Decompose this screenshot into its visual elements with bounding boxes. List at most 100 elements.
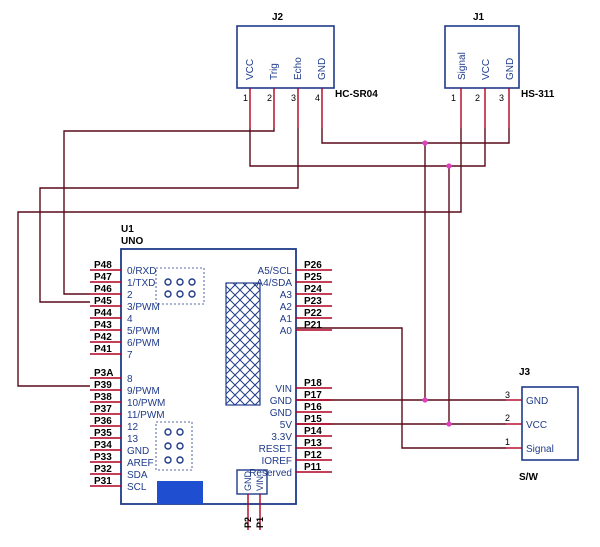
u1-left-pin-id: P46	[94, 284, 112, 295]
u1-right-pin-id: P22	[304, 308, 322, 319]
u1-left-pin-label: 9/PWM	[127, 386, 160, 397]
u1-bottom-pin2-label: VIN	[255, 476, 265, 491]
u1-left-pin-id: P36	[94, 416, 112, 427]
u1-left-pin-id: P48	[94, 260, 112, 271]
u1-right-pin-id: P25	[304, 272, 322, 283]
u1-bottom-pin2-id: P1	[255, 517, 265, 528]
j1-part-label: HS-311	[521, 89, 555, 100]
u1-right-pin-id: P26	[304, 260, 322, 271]
j2-pin1-label: VCC	[245, 59, 256, 80]
usb-connector	[157, 481, 203, 504]
u1-left-pin-id: P45	[94, 296, 112, 307]
wire-echo	[39, 128, 299, 303]
j2-part-label: HC-SR04	[335, 89, 378, 100]
icsp-header-bottom-pins	[164, 428, 184, 464]
u1-right-pin-id: P13	[304, 438, 322, 449]
u1-left-pin-label: 13	[127, 434, 139, 445]
j2-pin3-num: 3	[291, 93, 296, 103]
j1-pin2-num: 2	[475, 93, 480, 103]
u1-left-pin-label: 1/TXD	[127, 278, 155, 289]
u1-left-pin-label: AREF	[127, 458, 154, 469]
wire-j1-gnd	[425, 128, 510, 144]
u1-left-pin-id: P3A	[94, 368, 113, 379]
j3-ref: J3	[519, 367, 531, 378]
icsp-header-top-pins	[164, 278, 196, 298]
u1-left-pin-label: 3/PWM	[127, 302, 160, 313]
u1-left-pin-id: P34	[94, 440, 112, 451]
u1-left-pin-label: 5/PWM	[127, 326, 160, 337]
u1-right-pin-id: P15	[304, 414, 322, 425]
u1-left-pin-label: 11/PWM	[127, 410, 165, 421]
u1-right-pin-id: P21	[304, 320, 322, 331]
connector-j3: J3 S/W 3 2 1 GND VCC Signal	[505, 367, 579, 483]
u1-left-pin-id: P33	[94, 452, 112, 463]
u1-right-pin-id: P12	[304, 450, 322, 461]
j1-ref: J1	[473, 12, 485, 23]
junction-vcc-bottom	[446, 421, 452, 427]
u1-right-pin-label: 5V	[280, 420, 293, 431]
icsp-header-bottom	[155, 421, 193, 471]
j1-pin2-label: VCC	[481, 59, 492, 80]
wire-j2-vcc	[249, 128, 449, 167]
u1-left-pin-id: P47	[94, 272, 112, 283]
j3-pin2-num: 2	[505, 413, 510, 423]
j3-body	[521, 386, 579, 461]
j2-ref: J2	[272, 12, 284, 23]
j1-pin3-label: GND	[505, 58, 516, 80]
u1-right-pin-label: A2	[280, 302, 293, 313]
j1-pin3-num: 3	[499, 93, 504, 103]
j2-pin4-num: 4	[315, 93, 320, 103]
u1-right-pin-label: A1	[280, 314, 293, 325]
j2-pin1-num: 1	[243, 93, 248, 103]
u1-left-pin-id: P31	[94, 476, 112, 487]
u1-right-pin-id: P18	[304, 378, 322, 389]
u1-left-pin-label: 2	[127, 290, 133, 301]
u1-left-pin-label: 4	[127, 314, 133, 325]
u1-right-pin-label: 3.3V	[271, 432, 292, 443]
u1-right-pin-label: Reserved	[249, 468, 292, 479]
j3-pin1-num: 1	[505, 437, 510, 447]
junction-gnd-bottom	[422, 397, 428, 403]
junction-gnd-top	[422, 140, 428, 146]
junction-vcc-top	[446, 163, 452, 169]
u1-right-pin-label: A0	[280, 326, 293, 337]
u1-right-pin-label: IOREF	[261, 456, 292, 467]
connector-j2: J2 HC-SR04 VCC Trig Echo GND 1 2 3 4	[236, 12, 378, 128]
u1-right-pin-label: GND	[270, 408, 292, 419]
u1-bottom-pin1-label: GND	[243, 471, 253, 492]
u1-right-pin-label: A5/SCL	[258, 266, 293, 277]
u1-bottom-pin1-id: P2	[243, 517, 253, 528]
u1-left-pin-label: 10/PWM	[127, 398, 165, 409]
u1-part-label: UNO	[121, 236, 143, 247]
u1-left-pin-label: SCL	[127, 482, 147, 493]
u1-left-pin-label: 7	[127, 350, 133, 361]
u1-right-pins: P26A5/SCLP25A4/SDAP24A3P23A2P22A1P21A0P1…	[249, 260, 332, 479]
u1-left-pin-label: GND	[127, 446, 149, 457]
u1-left-pin-id: P32	[94, 464, 112, 475]
j2-pin4-label: GND	[317, 58, 328, 80]
u1-left-pin-id: P42	[94, 332, 112, 343]
wire-servo-signal	[17, 128, 462, 387]
j1-pin1-label: Signal	[457, 52, 468, 80]
u1-right-pin-label: RESET	[259, 444, 292, 455]
icsp-header-top	[155, 267, 205, 305]
u1-left-pin-id: P35	[94, 428, 112, 439]
wire-j1-vcc	[449, 128, 486, 167]
u1-right-pin-id: P11	[304, 462, 322, 473]
power-header	[236, 469, 268, 495]
u1-left-pin-id: P38	[94, 392, 112, 403]
j2-body	[236, 25, 335, 89]
j1-body	[444, 25, 520, 89]
u1-right-pin-id: P17	[304, 390, 322, 401]
u1-right-pin-id: P16	[304, 402, 322, 413]
u1-right-pin-id: P24	[304, 284, 322, 295]
j3-part-label: S/W	[519, 472, 538, 483]
u1-left-pin-label: 6/PWM	[127, 338, 160, 349]
board-u1: U1 UNO GND VIN P2 P1	[90, 224, 332, 530]
u1-left-pin-id: P44	[94, 308, 112, 319]
u1-left-pin-id: P41	[94, 344, 112, 355]
j3-pin1-label: Signal	[526, 444, 554, 455]
mcu-chip	[225, 282, 261, 406]
u1-left-pin-label: 12	[127, 422, 139, 433]
u1-body	[120, 248, 297, 505]
